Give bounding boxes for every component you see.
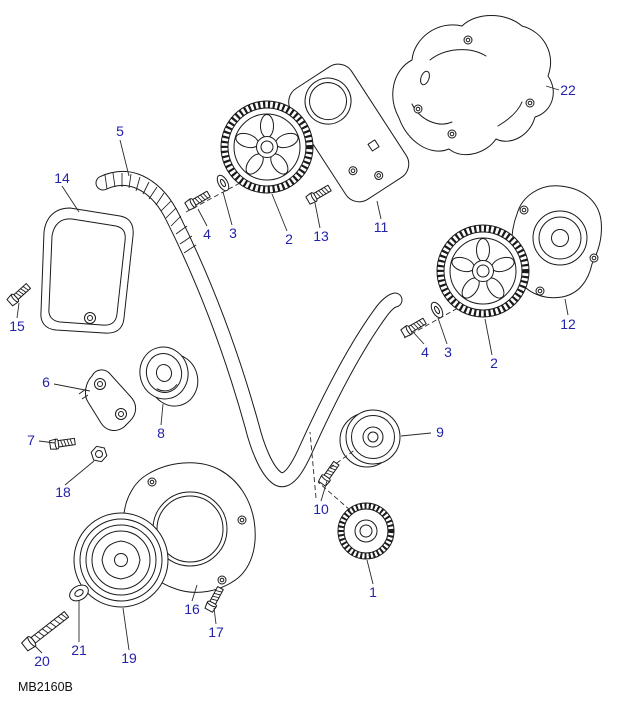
diagram-code: MB2160B <box>18 680 73 694</box>
part-label-7[interactable]: 7 <box>27 432 35 448</box>
part-label-22[interactable]: 22 <box>560 82 576 98</box>
timing-cover-left <box>40 207 134 334</box>
crankshaft-gear <box>337 502 395 560</box>
part-label-15[interactable]: 15 <box>9 318 25 334</box>
camshaft-gear-left <box>221 101 313 193</box>
timing-belt <box>95 170 403 488</box>
part-label-4[interactable]: 4 <box>203 226 211 242</box>
bolt-15 <box>5 281 33 307</box>
part-label-3[interactable]: 3 <box>229 225 237 241</box>
washer-3-left <box>214 172 232 194</box>
idler-pulley <box>339 409 401 468</box>
part-label-19[interactable]: 19 <box>121 650 137 666</box>
tensioner-bracket <box>78 369 137 431</box>
part-label-2[interactable]: 2 <box>490 355 498 371</box>
part-label-16[interactable]: 16 <box>184 601 200 617</box>
part-label-17[interactable]: 17 <box>208 624 224 640</box>
bolt-4-right <box>399 316 428 339</box>
part-label-3[interactable]: 3 <box>444 344 452 360</box>
nut-18 <box>90 445 108 463</box>
part-label-4[interactable]: 4 <box>421 344 429 360</box>
alignment-lines <box>185 182 459 511</box>
leader-lines <box>16 85 569 654</box>
bolt-10 <box>317 459 341 488</box>
bolt-20 <box>21 611 70 652</box>
part-label-10[interactable]: 10 <box>313 501 329 517</box>
part-label-2[interactable]: 2 <box>285 231 293 247</box>
washer-21 <box>69 584 89 602</box>
part-label-9[interactable]: 9 <box>436 424 444 440</box>
camshaft-backplate <box>288 63 410 203</box>
part-label-11[interactable]: 11 <box>373 219 389 235</box>
part-label-20[interactable]: 20 <box>34 653 50 669</box>
tensioner-pulley <box>139 346 199 407</box>
part-label-5[interactable]: 5 <box>116 123 124 139</box>
timing-cover-upper <box>392 15 554 156</box>
part-label-18[interactable]: 18 <box>55 484 71 500</box>
part-label-14[interactable]: 14 <box>54 170 70 186</box>
camshaft-gear-right <box>437 225 529 317</box>
part-label-12[interactable]: 12 <box>560 316 576 332</box>
part-label-13[interactable]: 13 <box>313 228 329 244</box>
belt-teeth <box>104 172 197 254</box>
part-label-8[interactable]: 8 <box>157 425 165 441</box>
part-label-1[interactable]: 1 <box>369 584 377 600</box>
bolt-13 <box>304 183 333 206</box>
crankshaft-pulley <box>73 512 169 608</box>
part-label-21[interactable]: 21 <box>71 642 87 658</box>
part-label-6[interactable]: 6 <box>42 374 50 390</box>
